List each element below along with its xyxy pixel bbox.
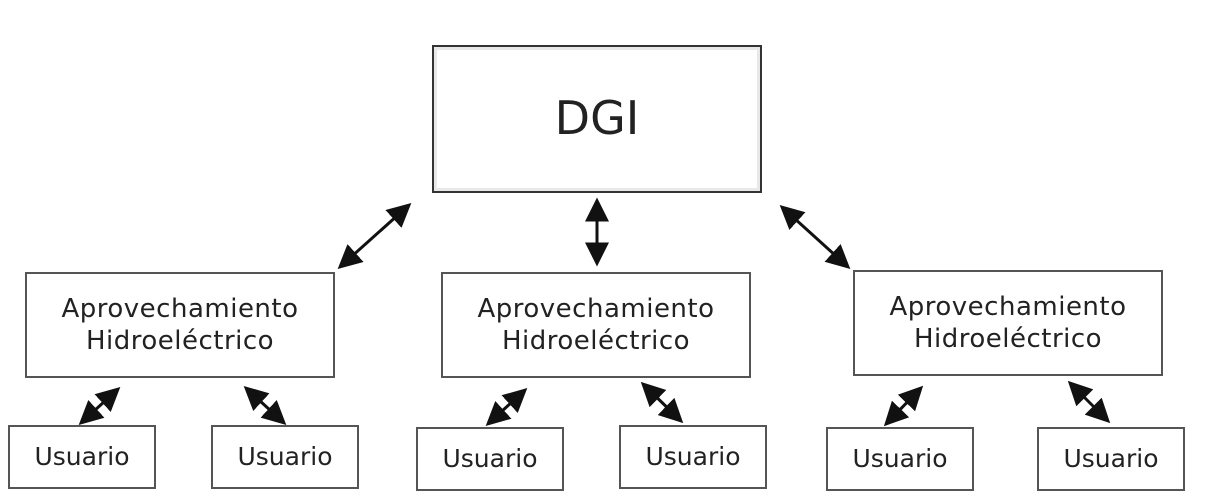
aprovechamiento-node-1: Aprovechamiento Hidroeléctrico — [25, 272, 335, 378]
usuario-label: Usuario — [852, 444, 948, 474]
aprovechamiento-label-line2: Hidroeléctrico — [85, 326, 275, 356]
aprovechamiento-label-line1: Aprovechamiento — [477, 293, 715, 324]
usuario-node-6: Usuario — [1037, 427, 1185, 491]
aprovechamiento-node-2: Aprovechamiento Hidroeléctrico — [441, 272, 751, 378]
arrow-aprovechamiento-2-usuario-3 — [485, 387, 528, 427]
arrow-aprovechamiento-2-usuario-4 — [640, 381, 684, 424]
arrow-aprovechamiento-3-usuario-5 — [883, 385, 924, 427]
usuario-label: Usuario — [645, 442, 741, 472]
dgi-node: DGI — [432, 45, 762, 193]
usuario-label: Usuario — [34, 442, 130, 472]
aprovechamiento-label-line2: Hidroeléctrico — [501, 326, 691, 356]
arrow-dgi-aprovechamiento-1 — [337, 202, 412, 270]
aprovechamiento-label-line2: Hidroeléctrico — [913, 324, 1103, 354]
dgi-label: DGI — [554, 91, 640, 146]
arrow-aprovechamiento-3-usuario-6 — [1067, 380, 1111, 424]
arrow-dgi-aprovechamiento-3 — [779, 204, 851, 270]
arrow-aprovechamiento-1-usuario-1 — [78, 386, 121, 426]
usuario-node-2: Usuario — [211, 425, 359, 489]
usuario-label: Usuario — [442, 444, 538, 474]
aprovechamiento-label-line1: Aprovechamiento — [61, 293, 299, 324]
usuario-node-3: Usuario — [416, 427, 564, 491]
usuario-node-4: Usuario — [619, 425, 767, 489]
usuario-label: Usuario — [237, 442, 333, 472]
usuario-node-1: Usuario — [8, 425, 156, 489]
aprovechamiento-label-line1: Aprovechamiento — [889, 291, 1127, 322]
aprovechamiento-node-3: Aprovechamiento Hidroeléctrico — [853, 270, 1163, 376]
usuario-label: Usuario — [1063, 444, 1159, 474]
arrow-aprovechamiento-1-usuario-2 — [243, 385, 287, 426]
usuario-node-5: Usuario — [826, 427, 974, 491]
